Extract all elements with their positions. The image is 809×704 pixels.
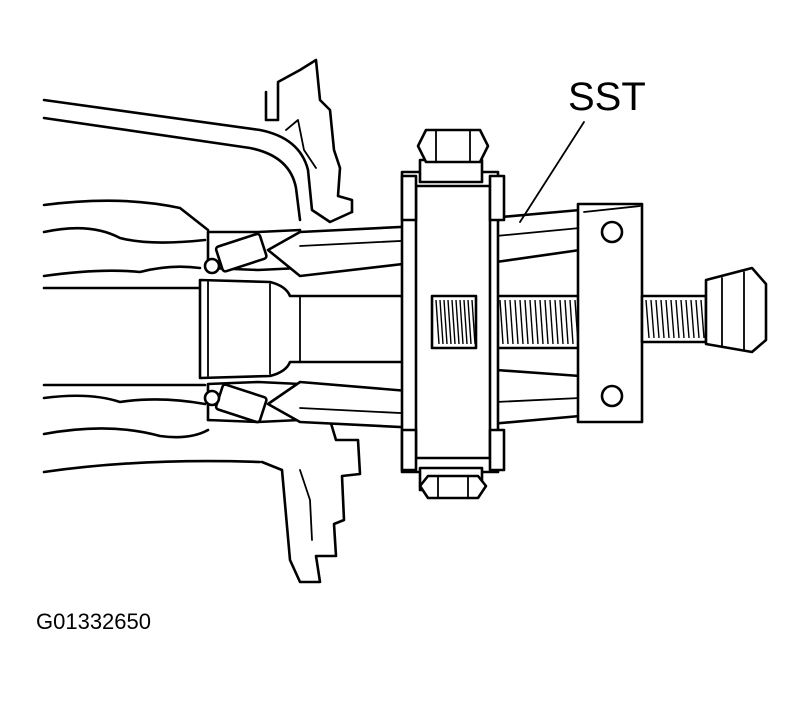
thread-line [471,299,476,345]
thread-line [549,299,554,345]
thread-line [544,299,549,345]
thread-line [665,299,670,339]
wheel-bearing [203,228,302,424]
thread-line [655,299,660,339]
thread-line [447,299,452,345]
thread-line [451,299,456,345]
thread-line [463,299,468,345]
sst-side-bars [488,208,582,426]
plate-hole-icon [600,384,624,408]
thread-line [695,299,700,339]
thread-line [455,299,460,345]
sst-end-plate [576,202,644,424]
thread-line [529,299,534,345]
thread-line [554,299,559,345]
thread-line [700,299,705,339]
thread-line [443,299,448,345]
thread-line [685,299,690,339]
thread-line [675,299,680,339]
bottom-hex-nut [418,474,488,500]
thread-line [534,299,539,345]
thread-line [680,299,685,339]
thread-line [650,299,655,339]
sst-cross-plate [400,128,506,500]
hub-shaft [198,278,422,380]
plate-hole-icon [600,220,624,244]
thread-line [670,299,675,339]
thread-line [660,299,665,339]
thread-line [459,299,464,345]
knuckle-housing [42,58,362,584]
thread-line [569,299,574,345]
thread-line [559,299,564,345]
sst-label: SST [568,75,646,119]
thread-line [539,299,544,345]
thread-line [690,299,695,339]
thread-line [645,299,650,339]
thread-line [564,299,569,345]
thread-line [435,299,440,345]
bolt-hex-head [704,266,768,354]
sst-callout: SST [519,75,646,223]
forcing-bolt [640,266,768,354]
thread-line [509,299,514,345]
thread-line [499,299,504,345]
figure-code: G01332650 [36,609,151,634]
thread-line [524,299,529,345]
thread-line [519,299,524,345]
thread-line [467,299,472,345]
thread-line [504,299,509,345]
thread-line [514,299,519,345]
thread-line [439,299,444,345]
top-hex-nut [416,128,490,164]
